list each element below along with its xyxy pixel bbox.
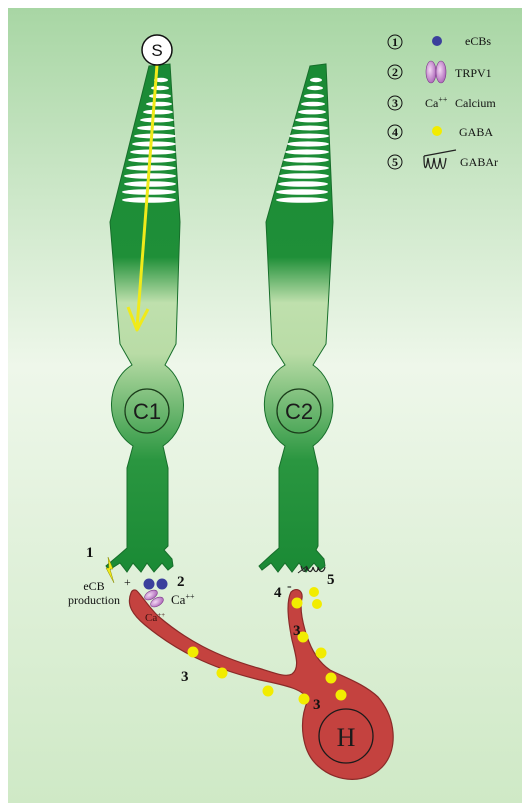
legend-num: 3 [392,96,398,110]
blue-dot-icon [432,36,442,46]
legend-num: 4 [392,125,398,139]
gaba-dot [326,673,337,684]
stimulus: S [142,35,172,65]
gaba-dot [336,690,347,701]
gaba-dot [299,694,310,705]
label-5: 5 [327,572,335,588]
legend-label: GABA [459,125,493,139]
label-2: 2 [177,574,185,590]
legend-label: GABAr [460,155,498,169]
label-1: 1 [86,545,94,561]
label-3b: 3 [293,623,301,639]
cone-c2-label: C2 [285,399,313,424]
gaba-dot [309,587,319,597]
gaba-dot [263,686,274,697]
legend-label: TRPV1 [455,66,492,80]
legend-num: 5 [392,155,398,169]
legend-num: 1 [392,35,398,49]
gaba-dot [188,647,199,658]
stimulus-label: S [151,41,162,60]
ecb-dot [157,579,168,590]
gaba-dot [316,648,327,659]
horizontal-cell-label: H [337,723,356,752]
gaba-dot [292,598,303,609]
gaba-dot [217,668,228,679]
ecb-production-line1: eCB [83,579,104,593]
minus-sign: - [287,579,292,594]
legend-num: 2 [392,65,398,79]
legend-label: eCBs [465,34,491,48]
ecb-production-line2: production [68,593,120,607]
label-4: 4 [274,585,282,601]
ecb-dot [144,579,155,590]
label-3a: 3 [181,669,189,685]
cone-c1-label: C1 [133,399,161,424]
yellow-dot-icon [432,126,442,136]
label-3c: 3 [313,697,321,713]
legend-label: Calcium [455,96,496,110]
gaba-dot [312,599,322,609]
plus-sign: + [124,575,131,589]
